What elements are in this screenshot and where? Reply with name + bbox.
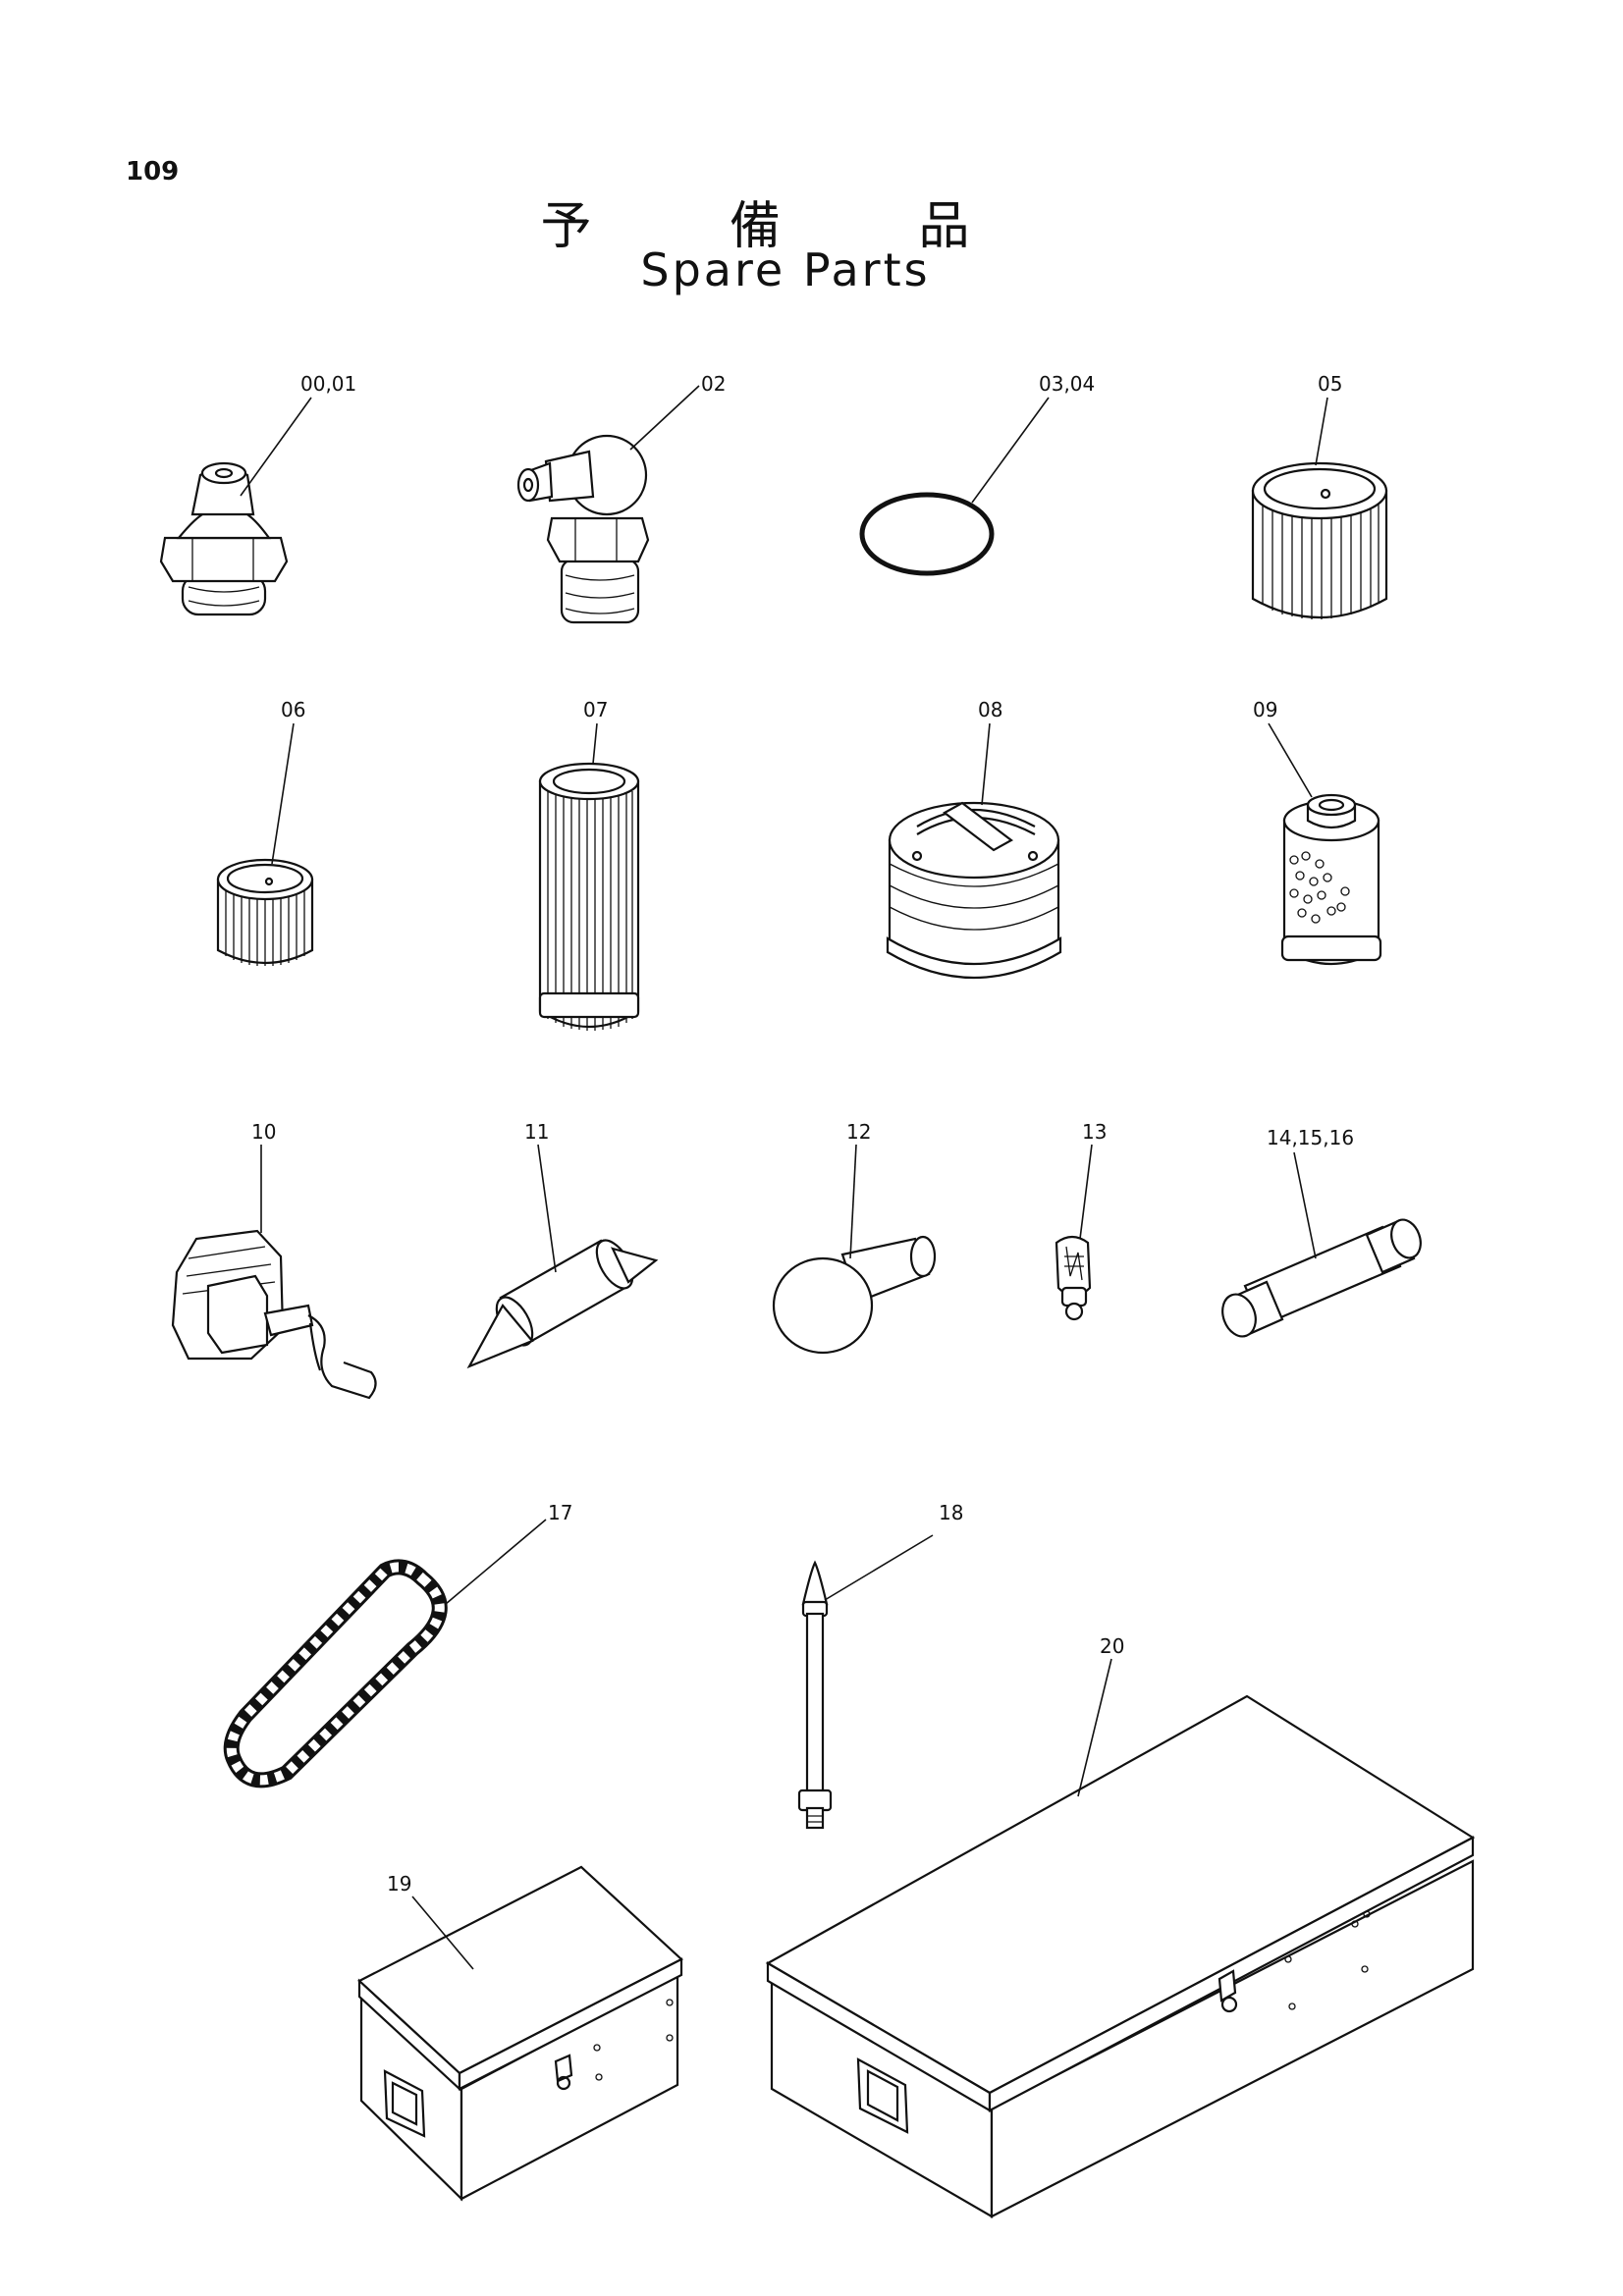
callout-02: 02 xyxy=(701,372,726,396)
page-title-english: Spare Parts xyxy=(640,243,931,296)
wedge-bulb-13: 13 xyxy=(1055,1120,1107,1321)
callout-19: 19 xyxy=(387,1872,411,1896)
callout-20: 20 xyxy=(1100,1634,1124,1658)
festoon-bulb-11: 11 xyxy=(466,1120,659,1369)
lamp-socket-10: 10 xyxy=(171,1120,377,1400)
callout-18: 18 xyxy=(939,1501,963,1524)
page-title-japanese: 予 備 品 xyxy=(540,197,1031,256)
timing-belt-17: 17 xyxy=(223,1501,572,1789)
o-ring: 03,04 xyxy=(859,372,1095,576)
callout-14-15-16: 14,15,16 xyxy=(1267,1126,1354,1149)
page-number: 109 xyxy=(126,157,180,187)
tool-box-small-19: 19 xyxy=(357,1865,683,2202)
pin-18: 18 xyxy=(797,1501,963,1830)
callout-08: 08 xyxy=(978,698,1002,721)
callout-03-04: 03,04 xyxy=(1039,372,1095,396)
filter-element-05: 05 xyxy=(1251,372,1388,619)
filter-element-09: 09 xyxy=(1253,698,1382,965)
filter-canister-08: 08 xyxy=(886,698,1062,980)
fuse-14-16: 14,15,16 xyxy=(1221,1126,1422,1338)
callout-09: 09 xyxy=(1253,698,1277,721)
callout-06: 06 xyxy=(281,698,305,721)
callout-00-01: 00,01 xyxy=(300,372,356,396)
callout-11: 11 xyxy=(524,1120,549,1144)
tool-box-large-20: 20 xyxy=(765,1634,1476,2218)
grease-nipple-angled: 02 xyxy=(516,372,726,624)
callout-10: 10 xyxy=(251,1120,276,1144)
callout-17: 17 xyxy=(548,1501,572,1524)
callout-07: 07 xyxy=(583,698,608,721)
callout-13: 13 xyxy=(1082,1120,1107,1144)
filter-element-07: 07 xyxy=(538,698,640,1031)
callout-12: 12 xyxy=(846,1120,871,1144)
callout-05: 05 xyxy=(1318,372,1342,396)
grease-nipple-straight: 00,01 xyxy=(159,372,356,616)
filter-element-06: 06 xyxy=(216,698,314,966)
bulb-12: 12 xyxy=(772,1120,937,1355)
